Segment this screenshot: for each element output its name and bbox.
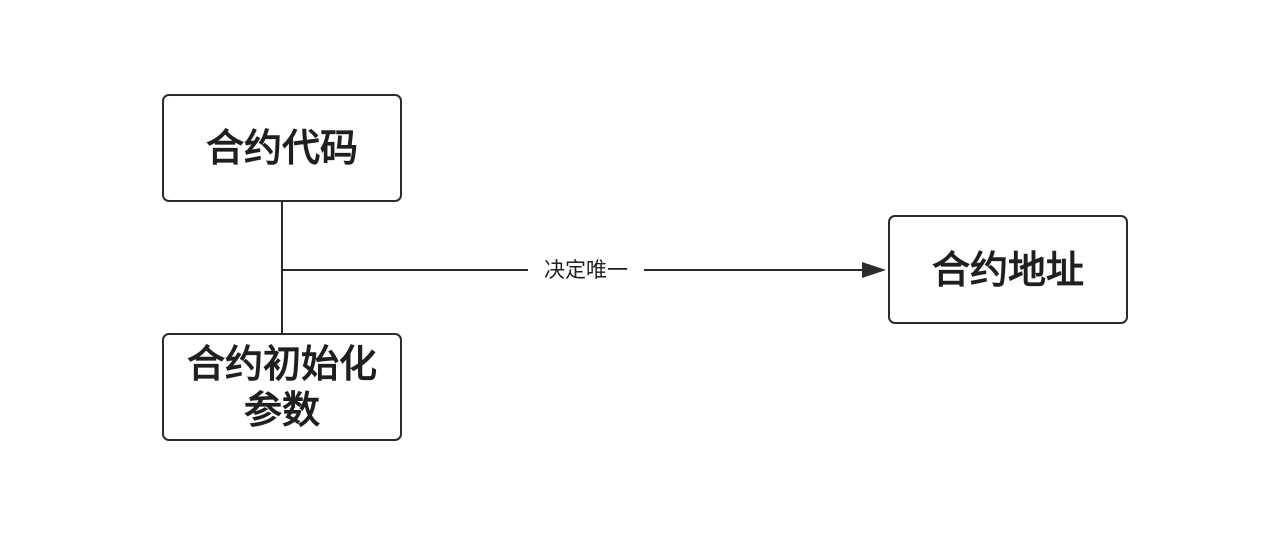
edge-label: 决定唯一 bbox=[528, 256, 644, 284]
arrowhead-icon bbox=[862, 262, 886, 278]
init-params-label: 合约初始化 参数 bbox=[187, 341, 377, 433]
contract-code-node: 合约代码 bbox=[162, 94, 402, 202]
contract-code-label: 合约代码 bbox=[205, 126, 358, 170]
contract-address-node: 合约地址 bbox=[888, 215, 1128, 324]
init-params-label-line1: 合约初始化 bbox=[186, 342, 377, 386]
init-params-node: 合约初始化 参数 bbox=[162, 333, 402, 441]
init-params-label-line2: 参数 bbox=[243, 388, 320, 432]
contract-address-label: 合约地址 bbox=[931, 247, 1084, 292]
